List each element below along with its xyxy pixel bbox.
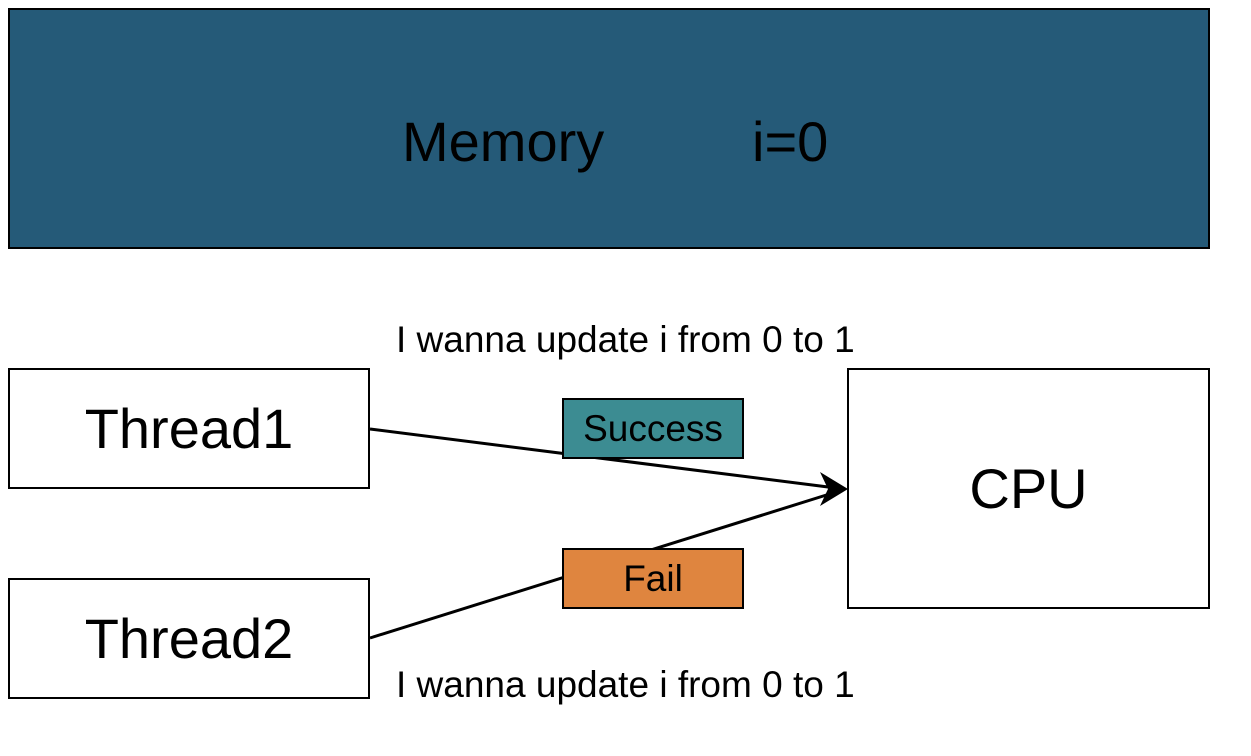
memory-value: i=0 bbox=[752, 110, 829, 173]
memory-label: Memory bbox=[402, 110, 605, 173]
success-badge: Success bbox=[562, 398, 744, 459]
thread1-box: Thread1 bbox=[8, 368, 370, 489]
cpu-label: CPU bbox=[969, 456, 1088, 520]
thread1-label: Thread1 bbox=[84, 396, 294, 460]
success-label: Success bbox=[583, 407, 723, 449]
thread1-request-text: I wanna update i from 0 to 1 bbox=[396, 319, 855, 360]
fail-badge: Fail bbox=[562, 548, 744, 609]
arrowhead-icon bbox=[820, 472, 848, 506]
thread2-label: Thread2 bbox=[84, 606, 294, 670]
thread2-request-text: I wanna update i from 0 to 1 bbox=[396, 664, 855, 705]
fail-label: Fail bbox=[623, 557, 683, 599]
memory-block: Memory i=0 bbox=[8, 8, 1210, 249]
thread2-box: Thread2 bbox=[8, 578, 370, 699]
cpu-box: CPU bbox=[847, 368, 1210, 609]
